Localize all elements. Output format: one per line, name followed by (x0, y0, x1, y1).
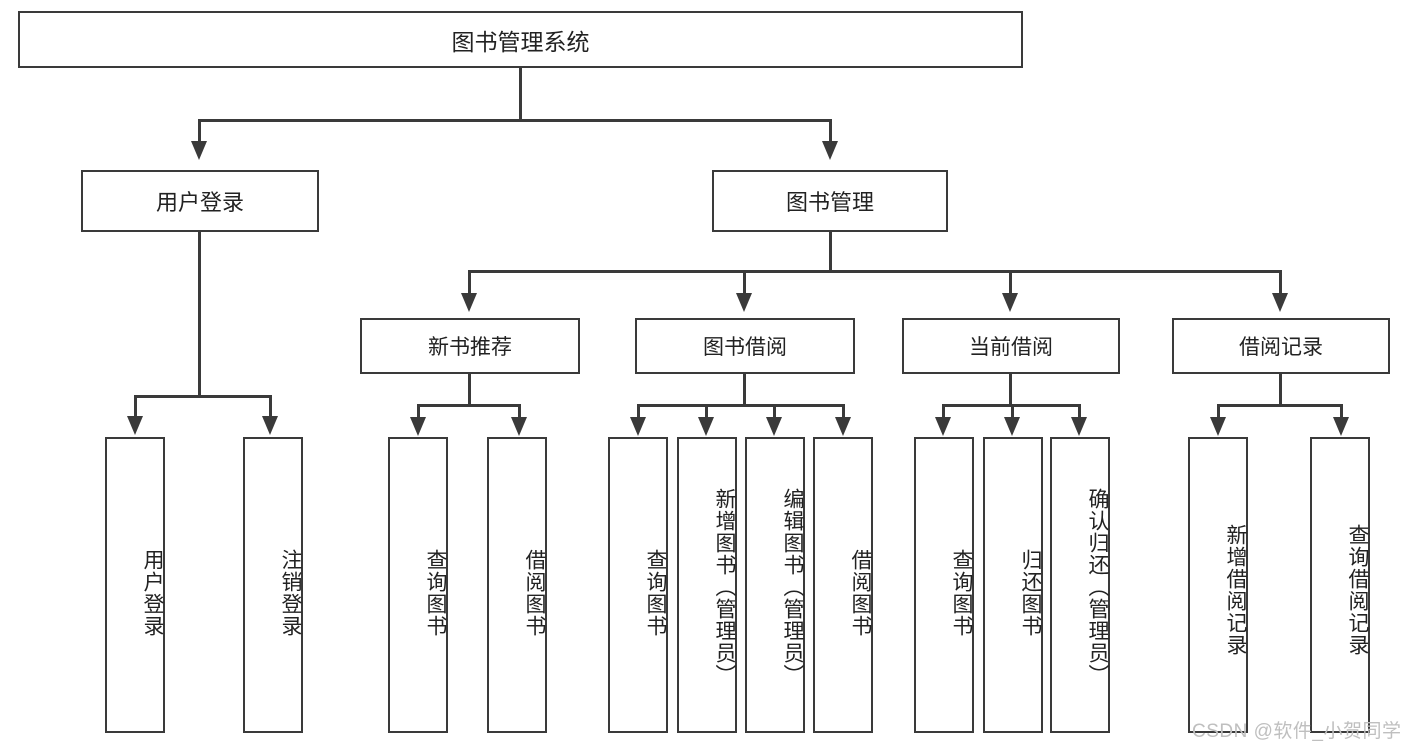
arrowhead-leaf-query-book-borrow (630, 417, 646, 436)
node-leaf-query-borrow-record-label: 查询借阅记录 (1346, 524, 1369, 656)
arrowhead-leaf-logout (262, 416, 278, 435)
watermark-text: CSDN @软件_小贺同学 (1192, 721, 1402, 742)
node-leaf-user-login-label: 用户登录 (141, 549, 164, 637)
node-leaf-confirm-return-admin-label: 确认归还（管理员） (1086, 488, 1109, 686)
node-leaf-query-book-borrow-label: 查询图书 (644, 549, 667, 637)
arrowhead-leaf-borrow-book-recommend (511, 417, 527, 436)
arrowhead-leaf-confirm-return-admin (1071, 417, 1087, 436)
node-borrow-record[interactable]: 借阅记录 (1172, 318, 1390, 374)
node-leaf-edit-book-admin-label: 编辑图书（管理员） (781, 488, 804, 686)
node-leaf-add-borrow-record[interactable]: 新增借阅记录 (1188, 437, 1248, 733)
edge-cb-to-leaf-1 (942, 404, 945, 419)
edge-new-book-to-leaf-1 (417, 404, 420, 419)
node-new-book-recommend[interactable]: 新书推荐 (360, 318, 580, 374)
edge-br-to-leaf-2 (1340, 404, 1343, 419)
arrowhead-borrow-record (1272, 293, 1288, 312)
node-leaf-return-book-label: 归还图书 (1019, 549, 1042, 637)
arrowhead-leaf-query-borrow-record (1333, 417, 1349, 436)
node-leaf-borrow-book-recommend-label: 借阅图书 (523, 549, 546, 637)
edge-root-to-book-management (829, 119, 832, 143)
arrowhead-leaf-add-borrow-record (1210, 417, 1226, 436)
arrowhead-new-book-recommend (461, 293, 477, 312)
node-leaf-query-book-current-label: 查询图书 (950, 549, 973, 637)
edge-root-bus (198, 119, 832, 122)
node-leaf-borrow-book-recommend[interactable]: 借阅图书 (487, 437, 547, 733)
node-user-login[interactable]: 用户登录 (81, 170, 319, 232)
node-current-borrow-label: 当前借阅 (969, 336, 1053, 359)
edge-user-login-to-leaf-2 (269, 395, 272, 418)
edge-root-to-user-login (198, 119, 201, 143)
node-leaf-confirm-return-admin[interactable]: 确认归还（管理员） (1050, 437, 1110, 733)
edge-user-login-stem (198, 232, 201, 397)
edge-book-management-stem (829, 232, 832, 272)
edge-borrow-record-bus (1217, 404, 1343, 407)
edge-book-borrow-bus (637, 404, 845, 407)
edge-user-login-to-leaf-1 (134, 395, 137, 418)
edge-new-book-stem (468, 374, 471, 406)
edge-cb-to-leaf-2 (1011, 404, 1014, 419)
arrowhead-leaf-query-book-recommend (410, 417, 426, 436)
edge-current-borrow-stem (1009, 374, 1012, 406)
arrowhead-current-borrow (1002, 293, 1018, 312)
edge-bb-to-leaf-2 (705, 404, 708, 419)
node-leaf-add-borrow-record-label: 新增借阅记录 (1224, 524, 1247, 656)
node-leaf-query-book-borrow[interactable]: 查询图书 (608, 437, 668, 733)
arrowhead-leaf-user-login (127, 416, 143, 435)
node-leaf-add-book-admin[interactable]: 新增图书（管理员） (677, 437, 737, 733)
node-leaf-borrow-book-label: 借阅图书 (849, 549, 872, 637)
node-leaf-borrow-book[interactable]: 借阅图书 (813, 437, 873, 733)
node-leaf-add-book-admin-label: 新增图书（管理员） (713, 488, 736, 686)
edge-bm-to-borrow-record (1279, 270, 1282, 295)
node-current-borrow[interactable]: 当前借阅 (902, 318, 1120, 374)
node-book-management[interactable]: 图书管理 (712, 170, 948, 232)
node-book-borrow-label: 图书借阅 (703, 336, 787, 359)
node-book-management-label: 图书管理 (785, 190, 874, 215)
edge-book-management-bus (468, 270, 1282, 273)
edge-bm-to-new-book (468, 270, 471, 295)
edge-bm-to-book-borrow (743, 270, 746, 295)
node-leaf-query-borrow-record[interactable]: 查询借阅记录 (1310, 437, 1370, 733)
edge-br-to-leaf-1 (1217, 404, 1220, 419)
arrowhead-leaf-edit-book-admin (766, 417, 782, 436)
edge-bb-to-leaf-1 (637, 404, 640, 419)
edge-borrow-record-stem (1279, 374, 1282, 406)
edge-book-borrow-stem (743, 374, 746, 406)
edge-bb-to-leaf-3 (773, 404, 776, 419)
node-leaf-logout-label: 注销登录 (279, 549, 302, 637)
edge-user-login-bus (134, 395, 271, 398)
node-root[interactable]: 图书管理系统 (18, 11, 1023, 68)
node-leaf-query-book-recommend-label: 查询图书 (424, 549, 447, 637)
arrowhead-leaf-borrow-book (835, 417, 851, 436)
node-user-login-label: 用户登录 (155, 190, 244, 215)
node-borrow-record-label: 借阅记录 (1239, 336, 1323, 359)
node-book-borrow[interactable]: 图书借阅 (635, 318, 855, 374)
edge-new-book-bus (417, 404, 521, 407)
node-leaf-edit-book-admin[interactable]: 编辑图书（管理员） (745, 437, 805, 733)
node-leaf-query-book-recommend[interactable]: 查询图书 (388, 437, 448, 733)
node-leaf-user-login[interactable]: 用户登录 (105, 437, 165, 733)
arrowhead-book-borrow (736, 293, 752, 312)
node-leaf-query-book-current[interactable]: 查询图书 (914, 437, 974, 733)
arrowhead-book-management (822, 141, 838, 160)
edge-cb-to-leaf-3 (1078, 404, 1081, 419)
edge-new-book-to-leaf-2 (518, 404, 521, 419)
node-root-label: 图书管理系统 (451, 28, 590, 55)
node-leaf-logout[interactable]: 注销登录 (243, 437, 303, 733)
arrowhead-leaf-add-book-admin (698, 417, 714, 436)
arrowhead-leaf-return-book (1004, 417, 1020, 436)
edge-bb-to-leaf-4 (842, 404, 845, 419)
edge-bm-to-current-borrow (1009, 270, 1012, 295)
node-leaf-return-book[interactable]: 归还图书 (983, 437, 1043, 733)
arrowhead-leaf-query-book-current (935, 417, 951, 436)
node-new-book-recommend-label: 新书推荐 (428, 336, 512, 359)
edge-root-stem (519, 68, 522, 120)
arrowhead-user-login (191, 141, 207, 160)
